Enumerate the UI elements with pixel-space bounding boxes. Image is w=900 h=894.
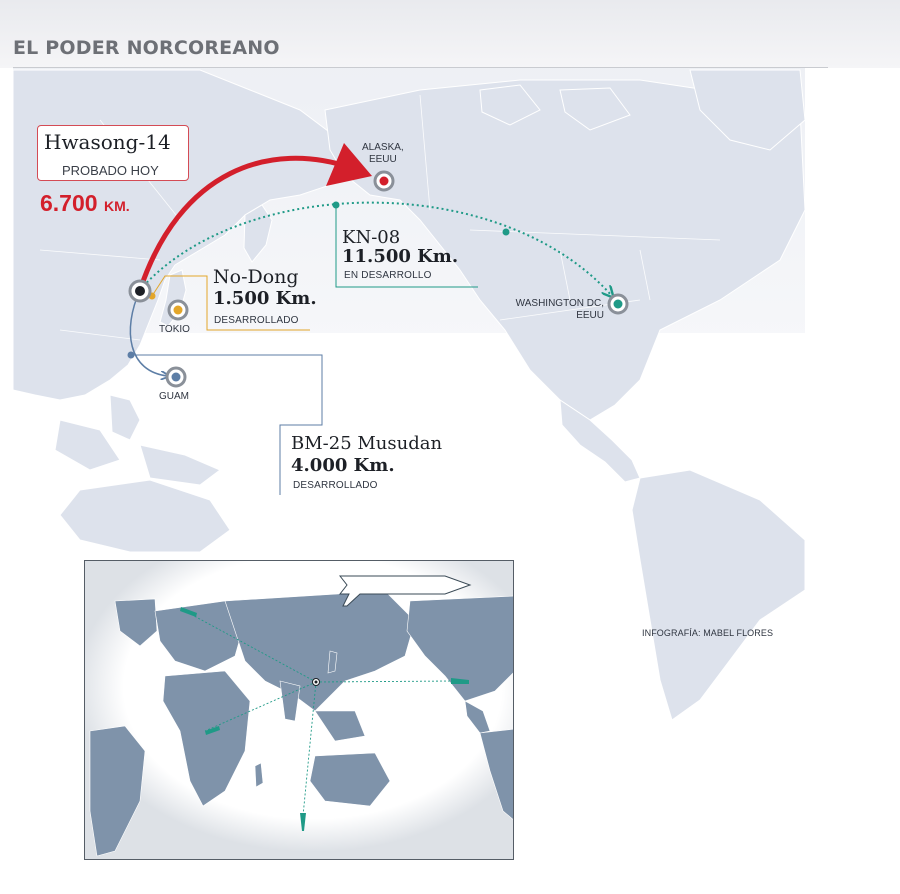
kn08-trajectory xyxy=(139,201,612,296)
target-tokio-marker[interactable] xyxy=(167,299,189,321)
kn08-status: EN DESARROLLO xyxy=(344,270,432,281)
land-arctic-islands xyxy=(479,84,631,131)
land-kamchatka xyxy=(243,204,273,263)
hwasong-callout: Hwasong-14 PROBADO HOY xyxy=(37,125,189,181)
missile-silhouette-icon xyxy=(338,575,472,607)
page-title: EL PODER NORCOREANO xyxy=(13,37,280,59)
alaska-label: ALASKA, EEUU xyxy=(362,142,404,166)
land-south-america xyxy=(631,469,806,721)
washington-label-line1: WASHINGTON DC, xyxy=(515,298,604,309)
hwasong-name: Hwasong-14 xyxy=(44,130,171,154)
land-central-america xyxy=(559,399,641,483)
kn08-leader xyxy=(335,205,478,288)
target-alaska-marker[interactable] xyxy=(373,170,395,192)
origin-marker-inner xyxy=(135,286,145,296)
hwasong-status: PROBADO HOY xyxy=(62,163,159,178)
inset-trajectories xyxy=(184,610,456,817)
land-sea-islands xyxy=(54,394,221,486)
hwasong-range-value: 6.700 xyxy=(40,190,98,216)
land-greenland xyxy=(689,69,806,151)
hwasong-range-unit: KM. xyxy=(103,198,130,214)
credit: INFOGRAFÍA: MABEL FLORES xyxy=(642,628,774,638)
hwasong-trajectory xyxy=(137,155,355,293)
inset-origin-dot xyxy=(314,680,318,684)
hwasong-arrowhead xyxy=(326,143,372,186)
musudan-range: 4.000 Km. xyxy=(291,455,395,476)
title-rule xyxy=(13,67,828,68)
alaska-label-line2: EEUU xyxy=(368,154,397,165)
target-guam-marker[interactable] xyxy=(165,366,187,388)
land-australia xyxy=(59,479,231,553)
nodong-leader xyxy=(151,275,310,331)
inset-map-svg xyxy=(85,561,513,859)
target-washington-marker[interactable] xyxy=(607,293,629,315)
inset-landmasses xyxy=(89,590,513,857)
musudan-name: BM-25 Musudan xyxy=(291,433,443,454)
guam-label: GUAM xyxy=(159,391,189,402)
washington-label-line2: EEUU xyxy=(576,310,604,321)
hwasong-range: 6.700 KM. xyxy=(40,190,130,217)
tokio-label: TOKIO xyxy=(159,324,190,335)
musudan-leader xyxy=(131,354,323,495)
kn08-name: KN-08 xyxy=(342,227,401,248)
inset-world-map[interactable] xyxy=(84,560,514,860)
nodong-status: DESARROLLADO xyxy=(214,315,299,326)
washington-label: WASHINGTON DC, EEUU xyxy=(504,298,604,322)
musudan-trajectory xyxy=(129,289,168,376)
kn08-waypoint-2 xyxy=(502,228,510,236)
alaska-label-line1: ALASKA, xyxy=(362,142,404,153)
title-bar xyxy=(0,0,900,68)
inset-missile-icons xyxy=(180,607,469,831)
kn08-range: 11.500 Km. xyxy=(342,246,459,267)
nodong-range: 1.500 Km. xyxy=(213,288,317,309)
nodong-name: No-Dong xyxy=(213,266,299,288)
musudan-status: DESARROLLADO xyxy=(293,480,378,491)
